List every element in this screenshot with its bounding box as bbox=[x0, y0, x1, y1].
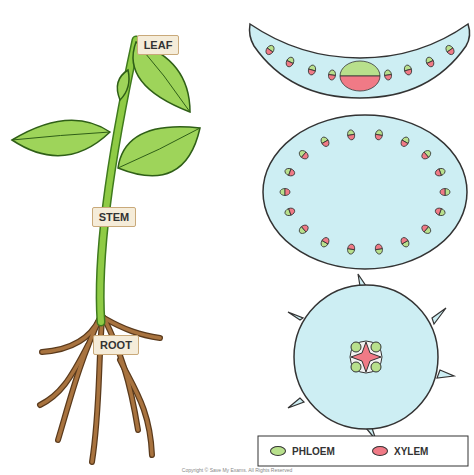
bundle bbox=[444, 44, 455, 56]
stem bbox=[100, 40, 136, 322]
bundle bbox=[284, 207, 296, 217]
bundle bbox=[399, 236, 410, 248]
bundle bbox=[298, 223, 310, 235]
bundle bbox=[307, 64, 316, 75]
part-label: STEM bbox=[99, 211, 130, 223]
legend-text: PHLOEM bbox=[292, 446, 335, 457]
bundle bbox=[328, 70, 336, 81]
part-label: LEAF bbox=[144, 39, 173, 51]
bundle bbox=[285, 56, 296, 68]
bundle bbox=[340, 61, 380, 91]
legend-swatch bbox=[270, 446, 286, 456]
part-label-box: LEAF bbox=[137, 35, 180, 55]
part-label-box: ROOT bbox=[93, 335, 139, 355]
bundle bbox=[440, 189, 450, 196]
leaves bbox=[12, 42, 200, 176]
leaf-section bbox=[250, 24, 470, 98]
bundle bbox=[298, 149, 310, 161]
bundle bbox=[319, 136, 330, 148]
root-vascular bbox=[350, 341, 382, 373]
bundle bbox=[347, 129, 356, 140]
bundle bbox=[375, 129, 384, 140]
legend-swatch bbox=[372, 446, 388, 456]
part-label-box: STEM bbox=[92, 207, 137, 227]
bundle bbox=[264, 44, 275, 56]
bundle bbox=[399, 136, 410, 148]
stem-section bbox=[263, 115, 467, 269]
bundle bbox=[434, 167, 446, 177]
bundle bbox=[319, 236, 330, 248]
bundle bbox=[284, 167, 296, 177]
bundle bbox=[375, 244, 384, 255]
bundle bbox=[403, 64, 412, 75]
legend-text: XYLEM bbox=[394, 446, 428, 457]
bundle bbox=[280, 189, 290, 196]
bundle bbox=[347, 244, 356, 255]
bundle bbox=[425, 56, 436, 68]
part-label: ROOT bbox=[100, 339, 132, 351]
vascular-bundles bbox=[264, 44, 455, 255]
bundle bbox=[420, 223, 432, 235]
copyright-note: Copyright © Save My Exams. All Rights Re… bbox=[182, 467, 292, 473]
roots bbox=[40, 318, 160, 462]
bundle bbox=[420, 149, 432, 161]
legend-box bbox=[258, 436, 468, 466]
root-section bbox=[288, 274, 454, 440]
bundle bbox=[434, 207, 446, 217]
bundle bbox=[384, 70, 392, 81]
